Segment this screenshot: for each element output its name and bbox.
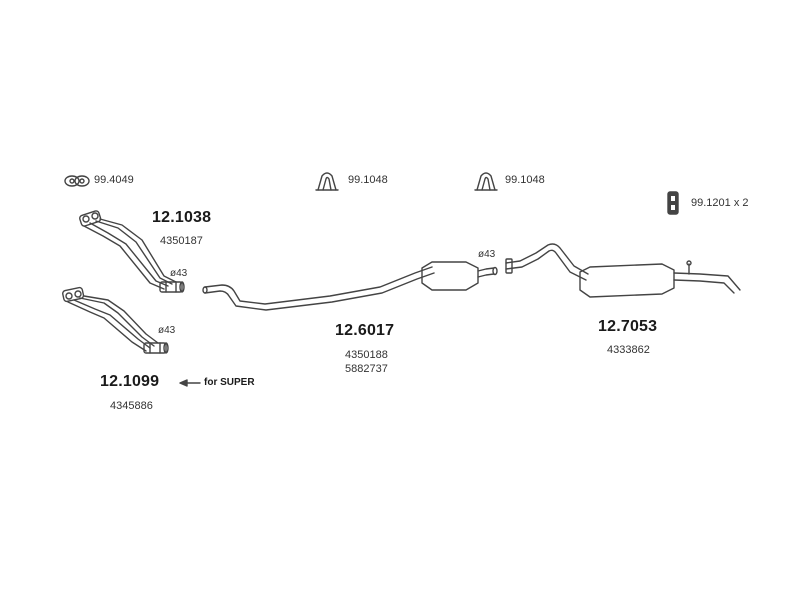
fitment-note: for SUPER xyxy=(204,377,255,388)
middle-section-12-6017 xyxy=(202,261,498,311)
front-pipe-12-1038 xyxy=(79,210,185,293)
diameter-label: ø43 xyxy=(158,325,176,336)
hanger-code: 99.1201 x 2 xyxy=(691,197,749,209)
front-pipe-12-1099 xyxy=(62,286,169,354)
u-clamp-icon xyxy=(315,172,339,191)
oe-number: 4350187 xyxy=(160,235,203,247)
part-code-12-1099: 12.1099 xyxy=(100,373,160,390)
oe-number: 4350188 xyxy=(345,349,388,361)
part-code-12-1038: 12.1038 xyxy=(152,209,212,226)
diameter-label: ø43 xyxy=(170,268,188,279)
oe-number: 4345886 xyxy=(110,400,153,412)
part-code-12-6017: 12.6017 xyxy=(335,322,395,339)
gasket-code: 99.4049 xyxy=(94,174,134,186)
clamp-code-1: 99.1048 xyxy=(348,174,388,186)
oe-number: 5882737 xyxy=(345,363,388,375)
clamp-code-2: 99.1048 xyxy=(505,174,545,186)
gasket-ring-icon xyxy=(64,175,90,187)
part-code-12-7053: 12.7053 xyxy=(598,318,658,335)
rear-silencer-12-7053 xyxy=(505,243,741,298)
u-clamp-icon xyxy=(474,172,498,191)
rubber-hanger-icon xyxy=(667,191,679,215)
note-arrow xyxy=(179,379,201,387)
oe-number: 4333862 xyxy=(607,344,650,356)
diameter-label: ø43 xyxy=(478,249,496,260)
